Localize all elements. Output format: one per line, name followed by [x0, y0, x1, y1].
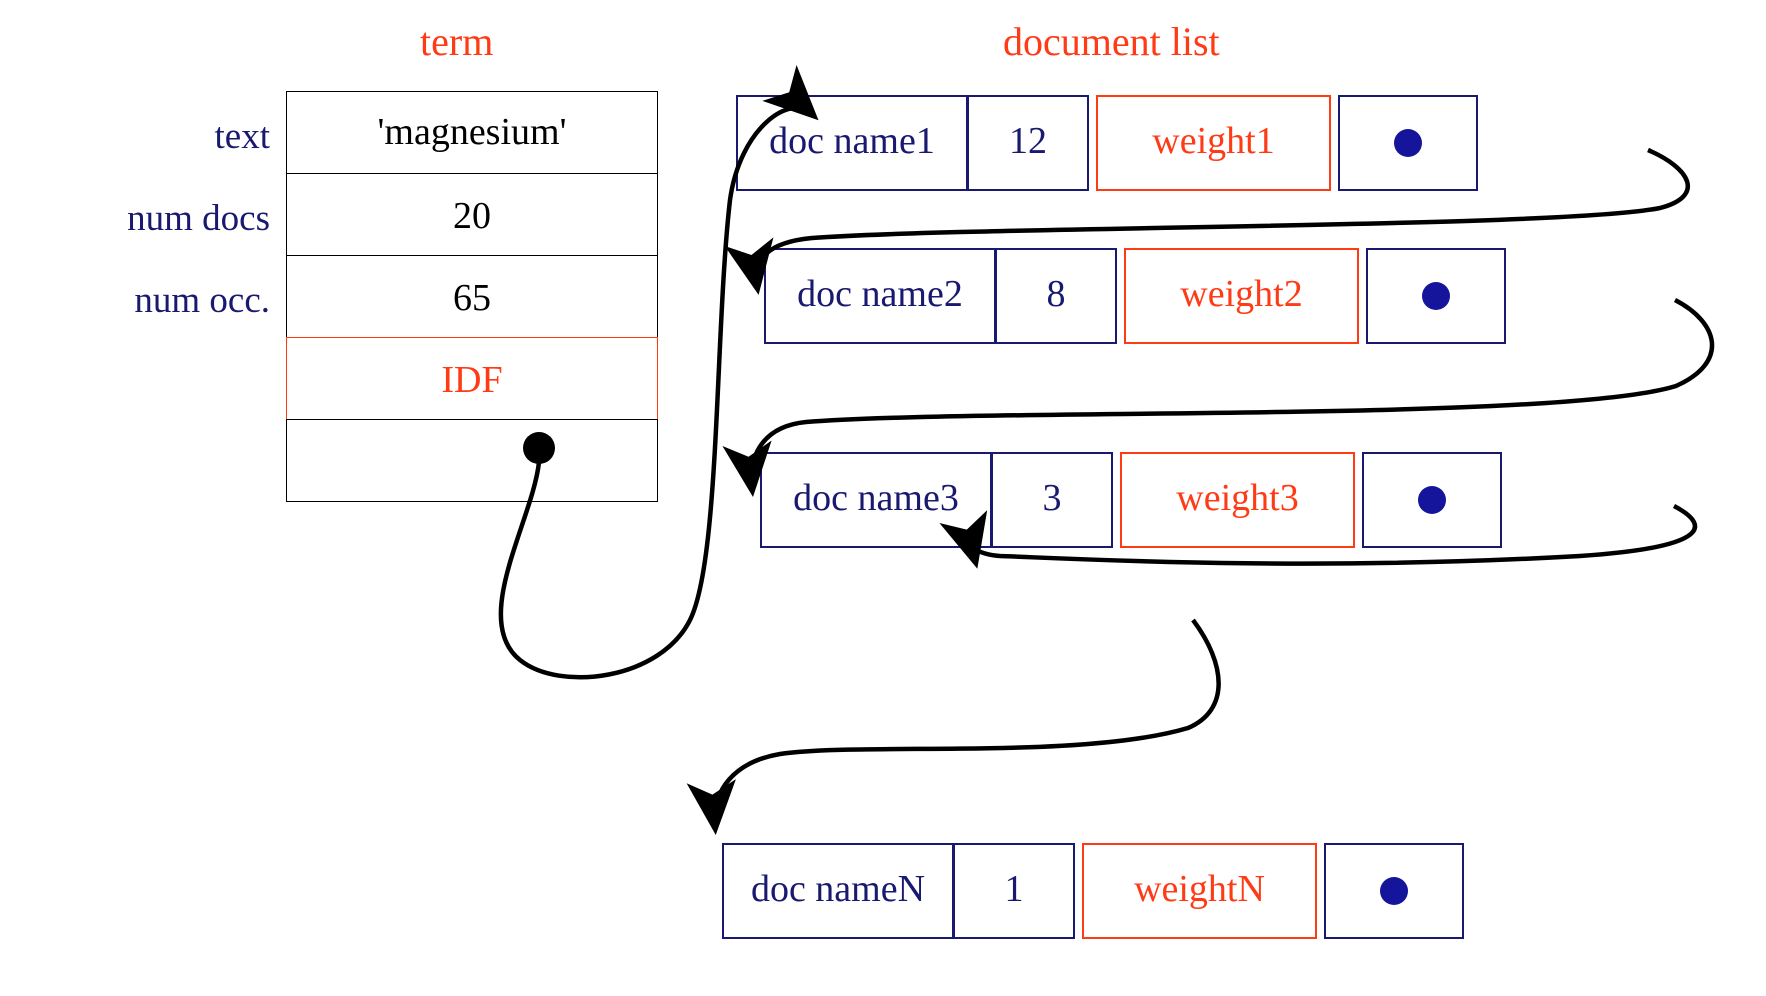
term-idf-value: IDF [441, 359, 503, 401]
term-row-pointer [286, 419, 658, 502]
doc-node-n-name-cell: doc nameN [722, 843, 954, 939]
doc-node-2-name: doc name2 [797, 273, 963, 315]
doc-node-n-name: doc nameN [750, 868, 926, 910]
link-to-node-n [686, 618, 1221, 835]
term-num-docs-value: 20 [453, 195, 491, 237]
doc-node-2: doc name2 8 weight2 [764, 248, 1506, 344]
doc-node-2-name-cell: doc name2 [764, 248, 996, 344]
term-text-value: 'magnesium' [377, 111, 567, 153]
doc-node-1-name: doc name1 [769, 120, 935, 162]
doc-node-n: doc nameN 1 weightN [722, 843, 1464, 939]
doc-node-n-pointer-dot-icon [1380, 877, 1408, 905]
doc-node-3-weight: weight3 [1176, 477, 1299, 519]
doc-node-1-pointer-dot-icon [1394, 129, 1422, 157]
doc-node-2-count: 8 [1046, 273, 1066, 315]
term-row-text: 'magnesium' [286, 91, 658, 174]
term-pointer-dot-icon [523, 432, 555, 464]
doc-node-2-pointer-dot-icon [1422, 282, 1450, 310]
doc-node-n-weight-cell: weightN [1082, 843, 1317, 939]
label-num-docs: num docs [127, 198, 270, 239]
doc-node-2-pointer-cell [1366, 248, 1506, 344]
doc-node-3-weight-cell: weight3 [1120, 452, 1355, 548]
label-num-occ: num occ. [134, 280, 270, 321]
doc-node-3-name-cell: doc name3 [760, 452, 992, 548]
label-text: text [214, 116, 270, 157]
doc-node-3-pointer-cell [1362, 452, 1502, 548]
doc-node-2-count-cell: 8 [995, 248, 1117, 344]
term-row-num-docs: 20 [286, 173, 658, 256]
doc-node-1-count-cell: 12 [967, 95, 1089, 191]
doc-node-1-name-cell: doc name1 [736, 95, 968, 191]
doc-node-n-count-cell: 1 [953, 843, 1075, 939]
doc-node-3-pointer-dot-icon [1418, 486, 1446, 514]
doc-node-1: doc name1 12 weight1 [736, 95, 1478, 191]
doc-node-n-pointer-cell [1324, 843, 1464, 939]
term-num-occ-value: 65 [453, 277, 491, 319]
document-list-heading: document list [1003, 19, 1220, 64]
term-record-table: 'magnesium' 20 65 IDF [286, 91, 658, 502]
doc-node-3: doc name3 3 weight3 [760, 452, 1502, 548]
term-row-idf: IDF [286, 337, 658, 420]
doc-node-3-count: 3 [1042, 477, 1062, 519]
doc-node-1-weight: weight1 [1152, 120, 1275, 162]
doc-node-n-weight: weightN [1134, 868, 1265, 910]
doc-node-n-count: 1 [1004, 868, 1024, 910]
doc-node-1-pointer-cell [1338, 95, 1478, 191]
term-row-num-occ: 65 [286, 255, 658, 338]
doc-node-1-count: 12 [1009, 120, 1047, 162]
doc-node-1-weight-cell: weight1 [1096, 95, 1331, 191]
doc-node-2-weight: weight2 [1180, 273, 1303, 315]
doc-node-3-count-cell: 3 [991, 452, 1113, 548]
term-heading: term [420, 19, 494, 64]
doc-node-3-name: doc name3 [793, 477, 959, 519]
doc-node-2-weight-cell: weight2 [1124, 248, 1359, 344]
